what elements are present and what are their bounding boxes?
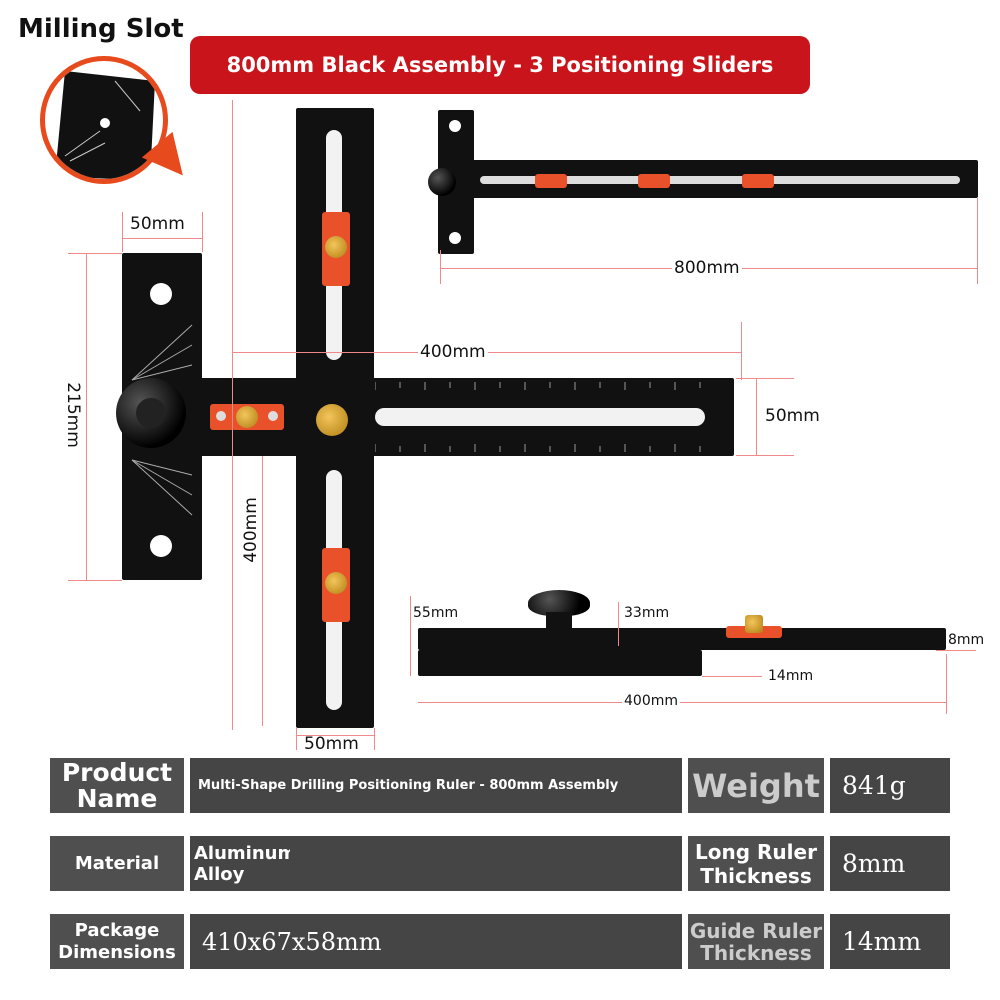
top-knob-icon <box>428 168 456 196</box>
slider-screw-icon <box>216 411 226 421</box>
fence-width-dim-line <box>122 238 202 239</box>
side-ruler-thickness-label: 8mm <box>948 632 985 648</box>
horizontal-ruler-scale <box>375 382 701 452</box>
side-view-base <box>418 650 702 676</box>
spec-row-package: Package Dimensions 410x67x58mm Guide Rul… <box>50 914 950 969</box>
assembly-banner: 800mm Black Assembly - 3 Positioning Sli… <box>190 36 810 94</box>
horizontal-length-label: 400mm <box>418 342 488 362</box>
horizontal-width-label: 50mm <box>765 406 820 426</box>
horizontal-ruler-slot <box>375 408 705 426</box>
dim-tick <box>374 728 375 750</box>
material-label: Material <box>50 836 184 891</box>
side-knob-dim-line <box>410 596 411 676</box>
page-title: Milling Slot <box>18 14 184 44</box>
dim-tick <box>68 253 122 254</box>
material-value-bg <box>290 836 682 891</box>
side-view-knob-stem <box>546 612 572 646</box>
fence-hole-icon <box>449 120 461 132</box>
vertical-length-dim-line <box>262 456 263 726</box>
top-slider-1 <box>535 174 567 188</box>
vertical-length-label: 400mm <box>240 495 261 565</box>
fence-width-label: 50mm <box>130 214 185 234</box>
slider-brass-knob-icon <box>325 236 347 258</box>
side-base-dim-line <box>702 676 762 677</box>
fence-angle-marks <box>131 324 193 516</box>
long-ruler-thickness-value: 8mm <box>830 836 950 891</box>
package-dimensions-value: 410x67x58mm <box>190 914 682 969</box>
dim-tick <box>736 455 794 456</box>
dim-tick <box>202 212 203 252</box>
slider-brass-knob-icon <box>236 406 258 428</box>
side-base-thickness-label: 14mm <box>768 668 814 684</box>
milling-slot-zoom-image <box>40 56 168 184</box>
main-knob-cap-icon <box>136 398 166 428</box>
side-thickness-dim-line <box>936 650 976 651</box>
dim-tick <box>440 250 441 284</box>
side-length-label: 400mm <box>622 693 680 709</box>
dim-tick <box>946 654 947 714</box>
long-ruler-thickness-label: Long Ruler Thickness <box>688 836 824 891</box>
dim-tick <box>122 212 123 252</box>
side-view-brass-knob-icon <box>745 615 763 633</box>
center-brass-knob-icon <box>316 404 348 436</box>
side-view-knob-icon <box>528 590 590 616</box>
product-name-value: Multi-Shape Drilling Positioning Ruler -… <box>190 758 682 813</box>
slider-brass-knob-icon <box>325 572 347 594</box>
spec-row-material: Material Aluminum Alloy Long Ruler Thick… <box>50 836 950 891</box>
fence-hole-icon <box>150 535 172 557</box>
top-length-label: 800mm <box>672 258 742 278</box>
side-slider-dim-line <box>618 602 619 646</box>
fence-height-label: 215mm <box>62 380 83 450</box>
top-slider-3 <box>742 174 774 188</box>
fence-hole-icon <box>150 283 172 305</box>
fence-height-dim-line <box>86 253 87 580</box>
spec-row-product: Product Name Multi-Shape Drilling Positi… <box>50 758 950 813</box>
horizontal-width-dim-line <box>756 378 757 456</box>
top-slider-2 <box>638 174 670 188</box>
side-length-dim-line <box>418 702 946 703</box>
dim-tick <box>741 322 742 380</box>
product-name-label: Product Name <box>50 758 184 813</box>
side-view-ruler <box>418 628 946 650</box>
vertical-width-label: 50mm <box>304 734 359 754</box>
fence-hole-icon <box>449 232 461 244</box>
dim-tick <box>296 728 297 750</box>
guide-ruler-thickness-value: 14mm <box>830 914 950 969</box>
dim-tick <box>68 580 122 581</box>
top-ruler-slot <box>480 176 960 184</box>
weight-label: Weight <box>688 758 824 813</box>
dim-tick <box>232 100 233 730</box>
material-value: Aluminum Alloy <box>190 836 296 891</box>
vertical-width-dim-line <box>296 735 374 736</box>
side-slider-height-label: 33mm <box>624 605 670 621</box>
guide-ruler-thickness-label: Guide Ruler Thickness <box>688 914 824 969</box>
dim-tick <box>736 378 794 379</box>
dim-tick <box>977 198 978 284</box>
slider-screw-icon <box>268 411 278 421</box>
side-knob-height-label: 55mm <box>413 605 459 621</box>
package-dimensions-label: Package Dimensions <box>50 914 184 969</box>
weight-value: 841g <box>830 758 950 813</box>
